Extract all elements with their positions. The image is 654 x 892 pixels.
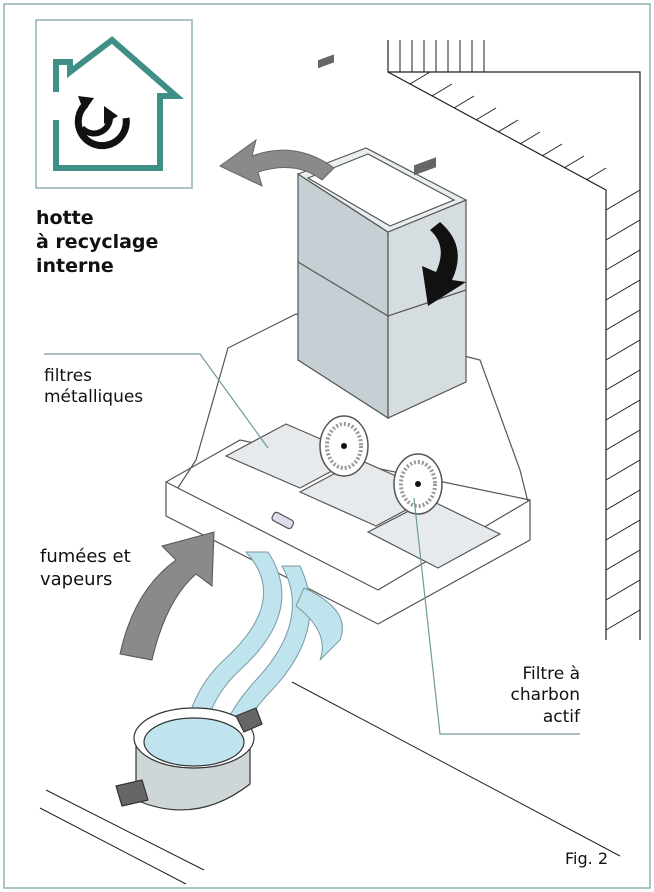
figure-number: Fig. 2 <box>565 849 608 868</box>
cooking-pot <box>115 707 263 811</box>
charcoal-filter-left <box>319 415 369 477</box>
worktop <box>39 681 621 885</box>
house-recirculation-icon <box>35 19 193 189</box>
charcoal-line-1: Filtre à <box>522 664 580 684</box>
curved-arrow-left-icon <box>219 138 335 187</box>
leader-lines <box>44 353 580 735</box>
wall <box>387 40 641 640</box>
title-line-3: interne <box>36 254 114 277</box>
charcoal-line-3: actif <box>542 706 580 727</box>
charcoal-filter-right <box>393 453 443 515</box>
fumes-line-1: fumées et <box>40 546 131 567</box>
figure-frame <box>3 3 651 889</box>
curved-arrow-up-icon <box>119 531 215 661</box>
fumes-line-2: vapeurs <box>40 568 113 590</box>
metal-filters-label: filtres métalliques <box>44 366 194 409</box>
curved-arrow-down-icon <box>422 222 466 306</box>
title-label: hotte à recyclage interne <box>36 207 216 278</box>
metal-filters-line-1: filtres <box>44 366 93 386</box>
charcoal-filter-label: Filtre à charbon actif <box>480 664 581 728</box>
metal-filters-line-2: métalliques <box>44 387 144 408</box>
fumes-label: fumées et vapeurs <box>40 546 190 591</box>
title-line-1: hotte <box>36 207 94 229</box>
charcoal-line-2: charbon <box>510 685 581 706</box>
metal-filters <box>224 423 502 569</box>
title-line-2: à recyclage <box>36 230 159 253</box>
